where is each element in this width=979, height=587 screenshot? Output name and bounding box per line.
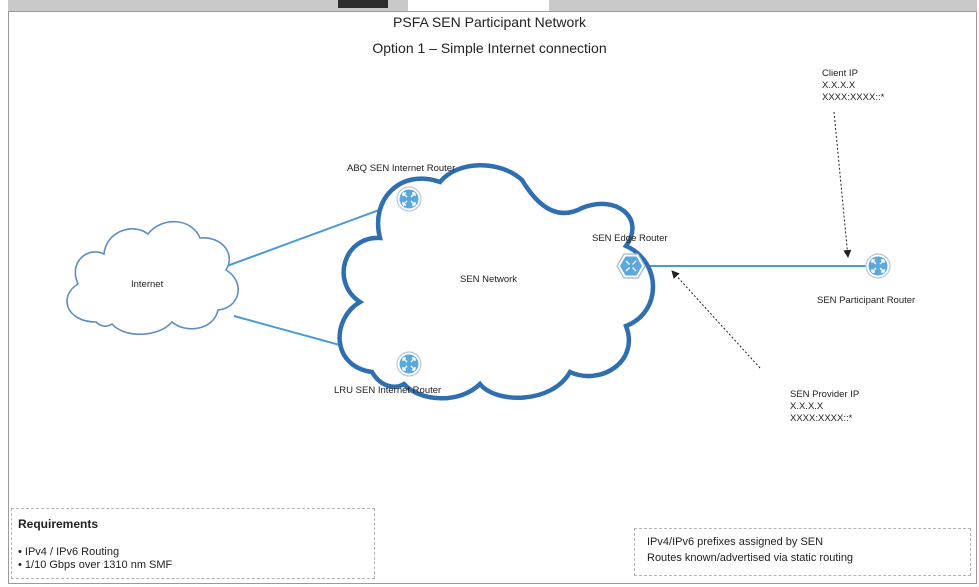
routing-note-line-2: Routes known/advertised via static routi… [647,552,854,564]
top-strip-right [549,0,977,11]
edge-router-label: SEN Edge Router [592,233,668,244]
requirements-list: • IPv4 / IPv6 Routing • 1/10 Gbps over 1… [18,546,172,572]
requirements-box: Requirements • IPv4 / IPv6 Routing • 1/1… [11,508,375,579]
lru-router-label: LRU SEN Internet Router [334,385,442,396]
provider-ip-block: SEN Provider IP X.X.X.X XXXX:XXXX::* [790,389,859,425]
provider-ip-arrow [671,270,761,369]
routing-note-box: IPv4/IPv6 prefixes assigned by SEN Route… [634,528,971,576]
client-ip-ipv6: XXXX:XXXX::* [822,92,885,103]
edge-router-icon[interactable] [616,253,646,279]
routing-note-line-1: IPv4/IPv6 prefixes assigned by SEN [647,536,824,548]
requirement-item: • 1/10 Gbps over 1310 nm SMF [18,559,173,571]
internet-cloud [66,220,239,335]
provider-ip-title: SEN Provider IP [790,389,860,400]
top-strip [8,0,977,11]
provider-ip-ipv4: X.X.X.X [790,401,824,412]
diagram-title: PSFA SEN Participant Network [393,14,586,30]
participant-router-icon[interactable] [865,253,891,279]
abq-router-icon[interactable] [396,186,422,212]
client-ip-arrow [833,111,852,258]
sen-network-cloud [337,163,656,401]
client-ip-ipv4: X.X.X.X [822,80,856,91]
requirement-item: • IPv4 / IPv6 Routing [18,546,120,558]
top-strip-left [8,0,408,11]
provider-ip-ipv6: XXXX:XXXX::* [790,413,853,424]
diagram-frame [8,11,977,584]
diagram-subtitle: Option 1 – Simple Internet connection [372,40,607,56]
lru-router-icon[interactable] [396,351,422,377]
internet-cloud-label: Internet [131,279,164,290]
top-strip-center [338,0,388,8]
sen-network-cloud-label: SEN Network [460,274,518,285]
link-internet-abq [215,198,410,271]
abq-router-label: ABQ SEN Internet Router [347,163,456,174]
requirements-title: Requirements [18,517,99,531]
participant-router-label: SEN Participant Router [817,295,916,306]
client-ip-title: Client IP [822,68,858,79]
client-ip-block: Client IP X.X.X.X XXXX:XXXX::* [822,68,884,104]
